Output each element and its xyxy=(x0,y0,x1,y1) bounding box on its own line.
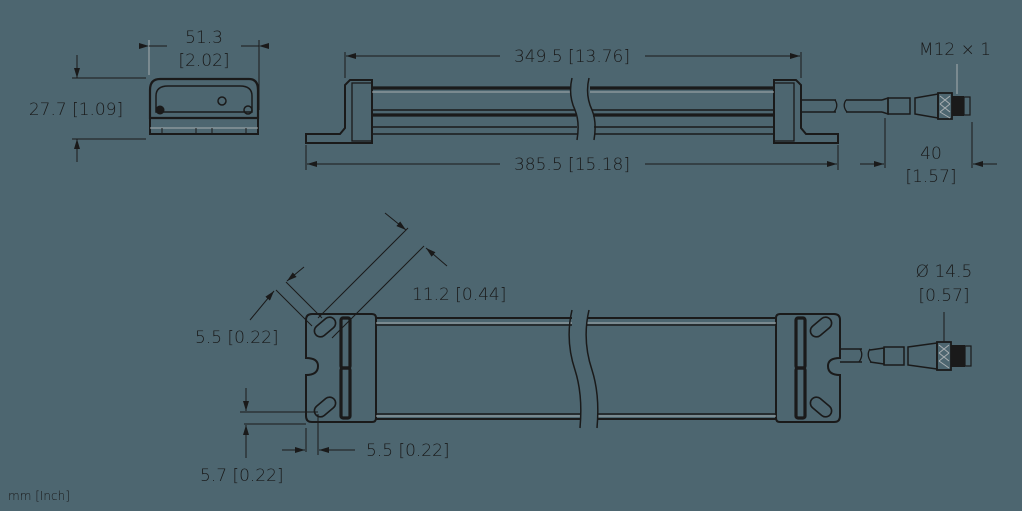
units-label: mm [Inch] xyxy=(8,489,70,503)
hole-vertical-offset-label: 5.7 [0.22] xyxy=(200,466,284,486)
end-width-mm: 51.3 xyxy=(185,28,223,48)
connector-thread-label: M12 × 1 xyxy=(919,40,991,60)
top-view: Ø 14.5 [0.57] 11.2 [0.44] 5.5 [0.22] 5.7… xyxy=(195,212,973,486)
connector-diameter-mm: Ø 14.5 xyxy=(916,262,973,282)
connector-length-inch: [1.57] xyxy=(905,167,956,187)
slot-width-label: 5.5 [0.22] xyxy=(195,328,279,348)
hole-horizontal-offset-label: 5.5 [0.22] xyxy=(366,441,450,461)
end-view: 51.3 [2.02] 27.7 [1.09] xyxy=(29,28,269,162)
end-height-label: 27.7 [1.09] xyxy=(29,100,123,120)
connector-length-mm: 40 xyxy=(920,144,942,164)
m12-connector-side xyxy=(881,92,971,120)
overall-length-label: 385.5 [15.18] xyxy=(514,155,630,175)
slot-spacing-label: 11.2 [0.44] xyxy=(412,285,506,305)
inner-length-label: 349.5 [13.76] xyxy=(514,47,630,67)
m12-connector-top xyxy=(869,341,972,371)
side-view: 349.5 [13.76] 385.5 [15.18] M12 × 1 40 [… xyxy=(305,40,997,187)
end-width-inch: [2.02] xyxy=(178,51,229,71)
connector-diameter-inch: [0.57] xyxy=(918,286,969,306)
